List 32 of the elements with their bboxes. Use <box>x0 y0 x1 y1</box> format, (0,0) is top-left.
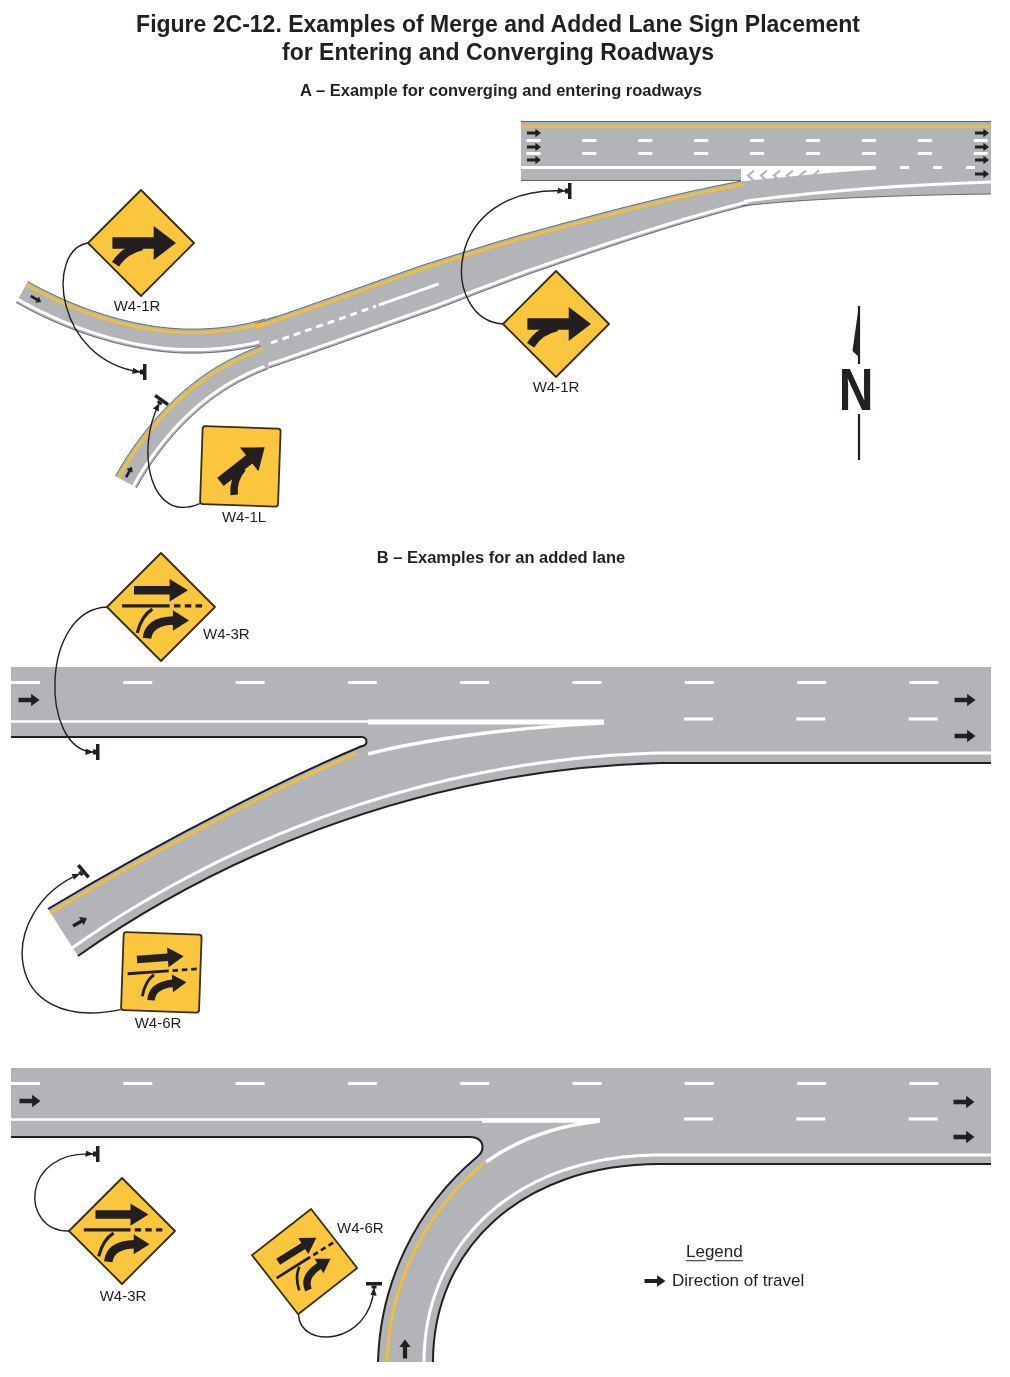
sign-code-label: W4-1R <box>113 297 161 315</box>
leader-arrow <box>34 1151 94 1232</box>
leader-arrow <box>297 1287 376 1338</box>
leader-arrow <box>54 606 108 754</box>
figure-title: Figure 2C-12. Examples of Merge and Added Lane Sign Placement for Entering and Converging Roadways <box>135 10 861 66</box>
merge-warning-sign <box>87 189 195 297</box>
leader-arrow <box>62 242 141 374</box>
sign-code-label: W4-3R <box>99 1287 147 1305</box>
sign-post-symbol <box>93 744 100 760</box>
sign-post-symbol <box>565 183 572 199</box>
sign-code-label: W4-6R <box>337 1219 384 1237</box>
merge-warning-sign <box>198 424 282 508</box>
legend-label: Direction of travel <box>672 1271 805 1291</box>
sign-post-symbol <box>93 1146 100 1162</box>
sign-post-symbol <box>366 1281 382 1288</box>
sign-code-label: W4-1R <box>532 378 580 396</box>
sign-post-symbol <box>154 393 170 406</box>
leader-arrow <box>147 402 201 508</box>
sign-code-label: W4-6R <box>134 1014 182 1032</box>
panel-heading: A – Example for converging and entering roadways <box>300 80 702 100</box>
sign-post-symbol <box>140 364 147 380</box>
leader-arrow <box>460 188 566 325</box>
sign-code-label: W4-3R <box>203 625 250 643</box>
added-lane-warning-sign <box>68 1177 176 1285</box>
leader-arrow <box>21 873 122 1014</box>
merge-warning-sign <box>502 270 610 378</box>
sign-post-symbol <box>76 863 90 879</box>
sign-code-label: W4-1L <box>221 508 267 526</box>
legend-title: Legend <box>686 1242 743 1262</box>
panel-heading: B – Examples for an added lane <box>376 547 626 567</box>
added-lane-warning-sign <box>119 930 203 1014</box>
north-letter: N <box>838 360 874 420</box>
